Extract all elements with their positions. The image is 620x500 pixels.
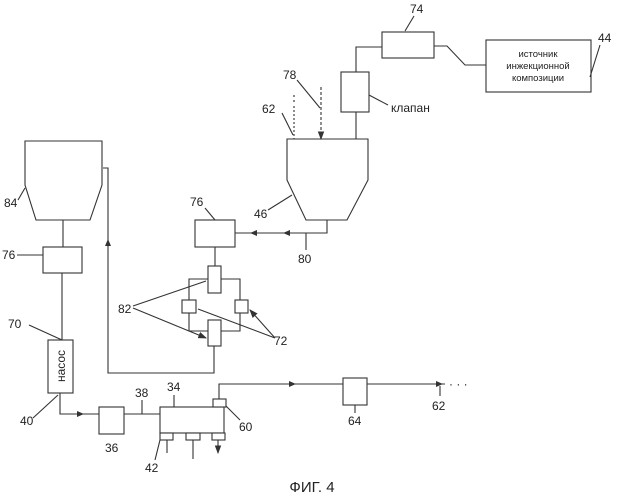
dot <box>293 95 295 97</box>
device-72-right <box>235 300 248 313</box>
pump-label: насос <box>54 350 68 382</box>
leader-78 <box>297 80 320 108</box>
valve-label: клапан <box>391 101 430 115</box>
outlet-42-1 <box>160 433 173 440</box>
ref-80: 80 <box>298 252 312 266</box>
ref-44: 44 <box>598 31 612 45</box>
leader-62a <box>282 113 293 135</box>
line-62 <box>219 384 343 399</box>
source-text-3: композиции <box>512 73 564 84</box>
flow-arrow <box>289 381 296 387</box>
ref-38: 38 <box>135 386 149 400</box>
line-74-44 <box>434 46 486 65</box>
ref-76b: 76 <box>190 195 204 209</box>
discharge-arrows <box>167 440 218 459</box>
vessel-84 <box>25 141 102 220</box>
leader-40 <box>33 395 58 418</box>
box-76-mid <box>195 220 235 247</box>
continuation-dots: · · · <box>449 377 468 391</box>
dot <box>293 100 295 102</box>
source-text-1: источник <box>518 49 558 60</box>
ref-46: 46 <box>254 207 268 221</box>
line-40 <box>60 393 99 414</box>
ref-78: 78 <box>283 68 297 82</box>
leader-valve <box>369 95 388 105</box>
ref-42: 42 <box>145 461 159 475</box>
vessel-46 <box>287 139 368 220</box>
ref-64: 64 <box>348 414 362 428</box>
ref-40: 40 <box>20 414 34 428</box>
device-72-left <box>182 300 196 313</box>
box-34 <box>160 407 224 433</box>
ref-72: 72 <box>274 334 288 348</box>
leader-42 <box>155 440 160 460</box>
ref-62b: 62 <box>432 399 446 413</box>
box-36 <box>99 407 124 434</box>
figure-caption: ФИГ. 4 <box>289 479 334 496</box>
source-text-2: инжекционной <box>506 61 569 72</box>
flow-arrow-up <box>105 239 111 246</box>
ref-36: 36 <box>105 441 119 455</box>
ref-60: 60 <box>239 420 253 434</box>
outlet-60 <box>213 399 226 407</box>
line-74-valve <box>356 47 382 72</box>
line-80 <box>235 220 327 233</box>
line-38 <box>124 400 160 414</box>
valve-82-upper <box>208 266 221 293</box>
ref-84: 84 <box>4 196 18 210</box>
box-76-left <box>43 247 82 273</box>
leader-46 <box>268 195 292 210</box>
box-64 <box>343 378 367 405</box>
leader-60 <box>226 406 240 420</box>
flow-arrow <box>77 411 84 417</box>
ref-34: 34 <box>167 380 181 394</box>
ref-76a: 76 <box>2 248 16 262</box>
ref-62a: 62 <box>262 102 276 116</box>
leader-70 <box>29 325 62 340</box>
outlet-42-3 <box>212 433 225 440</box>
ref-82: 82 <box>118 302 132 316</box>
ref-74: 74 <box>410 2 424 16</box>
ref-70: 70 <box>8 317 22 331</box>
leader-84 <box>18 188 25 200</box>
box-74 <box>382 32 434 58</box>
leader-76b <box>205 208 215 220</box>
valve-82-lower <box>208 320 221 346</box>
outlet-42-2 <box>186 433 200 440</box>
leader-74 <box>405 16 414 31</box>
valve-box <box>341 72 369 112</box>
